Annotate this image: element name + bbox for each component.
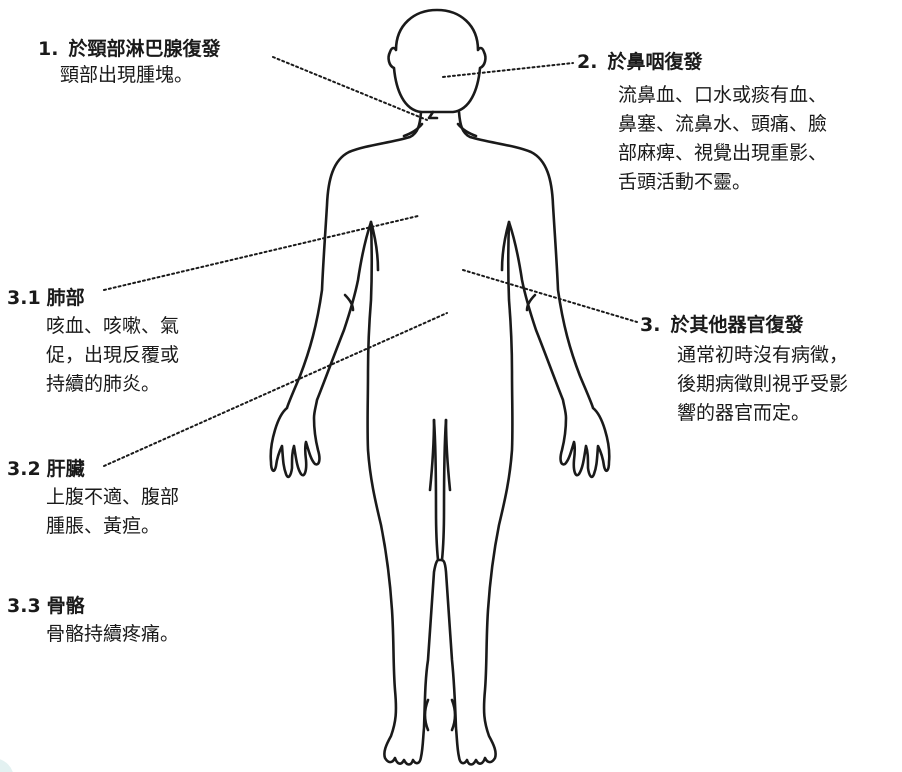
label-bone-desc: 骨骼持續疼痛。 [46, 623, 180, 645]
label-neck-number: 1. [38, 38, 59, 60]
label-bone-title: 骨骼 [46, 595, 85, 617]
left-elbow [525, 293, 537, 312]
inner-ankles [423, 698, 457, 732]
leader-liver [103, 312, 448, 467]
leader-neck [272, 56, 428, 121]
crotch [428, 418, 452, 492]
leader-other-organs [462, 269, 638, 323]
label-nasopharynx-number: 2. [577, 51, 598, 73]
label-bone-number: 3.3 [7, 595, 41, 617]
label-nasopharynx-desc: 流鼻血、口水或痰有血、 鼻塞、流鼻水、頭痛、臉 部麻痺、視覺出現重影、 舌頭活動… [618, 84, 828, 193]
trapezius-right [456, 122, 478, 138]
label-nasopharynx-recurrence: 2. 於鼻咽復發 流鼻血、口水或痰有血、 鼻塞、流鼻水、頭痛、臉 部麻痺、視覺出現… [577, 50, 827, 197]
inner-legs [432, 418, 448, 562]
label-neck-recurrence: 1. 於頸部淋巴腺復發 頸部出現腫塊。 [38, 37, 220, 90]
label-neck-title: 於頸部淋巴腺復發 [68, 38, 221, 60]
right-elbow [343, 293, 355, 312]
leader-lung [103, 215, 419, 291]
head-outline [387, 8, 487, 114]
left-arm-inner [500, 220, 511, 272]
label-liver-title: 肝臟 [46, 458, 85, 480]
label-other-organs-number: 3. [640, 314, 661, 336]
body-outline [269, 110, 611, 766]
label-liver-number: 3.2 [7, 458, 41, 480]
trapezius-left [402, 122, 424, 138]
label-liver-desc: 上腹不適、腹部 腫脹、黃疸。 [46, 486, 180, 537]
label-lung-desc: 咳血、咳嗽、氣 促，出現反覆或 持續的肺炎。 [46, 315, 180, 395]
label-lung-title: 肺部 [46, 287, 85, 309]
label-nasopharynx-title: 於鼻咽復發 [607, 51, 703, 73]
label-other-organs-title: 於其他器官復發 [670, 314, 804, 336]
label-lung-number: 3.1 [7, 287, 41, 309]
label-other-organs-recurrence: 3. 於其他器官復發 通常初時沒有病徵， 後期病徵則視乎受影 響的器官而定。 [640, 313, 848, 428]
label-other-organs-desc: 通常初時沒有病徵， 後期病徵則視乎受影 響的器官而定。 [677, 344, 849, 424]
label-neck-desc: 頸部出現腫塊。 [60, 64, 194, 86]
leader-nasopharynx [442, 62, 574, 78]
collarbone-mark [427, 110, 439, 120]
